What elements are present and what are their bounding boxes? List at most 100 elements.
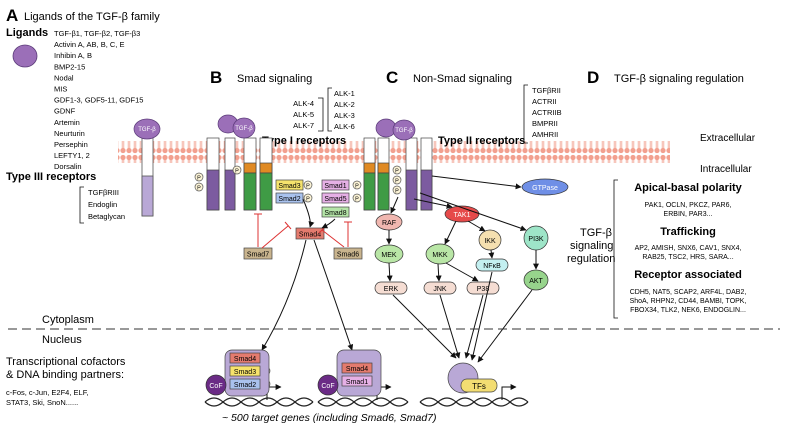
receptor-associated-line-1: CDH5, NAT5, SCAP2, ARF4L, DAB2, (630, 289, 747, 296)
ligand-item: Inhibin A, B (54, 51, 92, 60)
phosphate-label: P (235, 168, 239, 174)
phosphate-label: P (197, 175, 201, 181)
mek-label: MEK (381, 252, 397, 259)
ligand-item: TGF-β1, TGF-β2, TGF-β3 (54, 29, 140, 38)
smad7-box (243, 247, 273, 260)
type2-item: TGFβRII (532, 86, 561, 95)
ligand-tgfb-type3 (133, 118, 161, 140)
non-smad-nodes (374, 178, 569, 295)
section-a-letter: A (6, 6, 18, 25)
section-d-letter: D (587, 68, 599, 87)
smad8-box (321, 206, 350, 218)
cof-2-label: CoF (321, 383, 334, 390)
erk-label: ERK (384, 286, 399, 293)
regulation-side-label-2: signaling (570, 240, 613, 252)
smad5-box (321, 192, 350, 204)
cell-membrane (118, 141, 670, 163)
ligand-item: Artemin (54, 118, 80, 127)
intracellular-label: Intracellular (700, 164, 752, 175)
type1-receptors-label: Type I receptors (262, 135, 346, 147)
apical-basal-heading: Apical-basal polarity (634, 182, 742, 194)
alk-right-item: ALK-2 (334, 100, 355, 109)
ikk-label: IKK (484, 238, 496, 245)
smad-receptor-complex-1 (206, 114, 273, 211)
ligand-tgfb-label-1: TGF-β (138, 127, 156, 133)
alk-right-item: ALK-6 (334, 122, 355, 131)
complex1-smad3-box (229, 365, 261, 377)
type3-receptor (141, 175, 154, 217)
smad1-box (321, 179, 350, 191)
smad2-box (275, 192, 304, 204)
smad3-label: Smad3 (278, 183, 300, 190)
cof-2 (317, 374, 339, 396)
nfkb-label: NFκB (483, 263, 501, 270)
smad-arrows (261, 198, 354, 351)
phosphate-label: P (197, 185, 201, 191)
ligand-item: GDF1-3, GDF5-11, GDF15 (54, 96, 143, 105)
complex2-smad4: Smad4 (346, 366, 368, 373)
phosphate-icon (392, 185, 402, 195)
nucleus-label: Nucleus (42, 334, 82, 346)
alk-left-item: ALK-7 (293, 121, 314, 130)
section-b-letter: B (210, 68, 222, 87)
alk-divider-right (327, 87, 332, 132)
ligand-item: MIS (54, 85, 67, 94)
apical-basal-line-2: ERBIN, PAR3... (664, 211, 713, 218)
smad2-label: Smad2 (278, 196, 300, 203)
type3-item: TGFβRIII (88, 188, 119, 197)
section-b-title: Smad signaling (237, 73, 312, 85)
regulation-side-label-1: TGF-β (580, 227, 612, 239)
alk-left-item: ALK-4 (293, 99, 314, 108)
type3-item: Endoglin (88, 200, 117, 209)
complex2-smad1: Smad1 (346, 379, 368, 386)
trafficking-line-2: RAB25, TSC2, HRS, SARA... (642, 254, 733, 261)
phosphate-label: P (306, 196, 310, 202)
smad5-label: Smad5 (324, 196, 346, 203)
ligand-tgfb-label-3: TGF-β (395, 128, 413, 134)
ligand-item: Neurturin (54, 129, 85, 138)
non-smad-receptor-complex (363, 118, 433, 211)
receptor-associated-line-2: ShoA, RHPN2, CD44, BAMBI, TOPK, (630, 298, 747, 305)
cofactor-list-1: c-Fos, c-Jun, E2F4, ELF, (6, 388, 89, 397)
phosphate-icon (303, 180, 313, 190)
section-c-title: Non-Smad signaling (413, 73, 512, 85)
target-genes-footer: ~ 500 target genes (including Smad6, Sma… (222, 412, 437, 424)
type2-bracket (523, 84, 528, 144)
type3-receptors-label: Type III receptors (6, 171, 96, 183)
ligand-item: Persephin (54, 140, 88, 149)
raf-label: RAF (382, 220, 396, 227)
section-c-letter: C (386, 68, 398, 87)
type2-item: ACTRIIB (532, 108, 562, 117)
smad3-box (275, 179, 304, 191)
smad6-box (333, 247, 363, 260)
phosphate-label: P (306, 183, 310, 189)
extracellular-label: Extracellular (700, 133, 756, 144)
ligand-item: GDNF (54, 107, 76, 116)
smad1-label: Smad1 (324, 183, 346, 190)
smad8-label: Smad8 (324, 210, 346, 217)
complex2-smad1-box (341, 375, 373, 387)
alk-right-item: ALK-3 (334, 111, 355, 120)
cytoplasm-label: Cytoplasm (42, 314, 94, 326)
akt-label: AKT (529, 278, 543, 285)
type3-item: Betaglycan (88, 212, 125, 221)
cof-1 (205, 374, 227, 396)
phosphate-icon (352, 180, 362, 190)
phosphate-icon (392, 175, 402, 185)
complex1-smad2-box (229, 378, 261, 390)
alk-right-item: ALK-1 (334, 89, 355, 98)
cof-1-label: CoF (209, 383, 222, 390)
receptor-associated-heading: Receptor associated (634, 269, 742, 281)
dna-strands (204, 397, 529, 407)
type3-bracket (79, 186, 84, 224)
non-smad-arrows (386, 175, 539, 363)
regulation-bracket (613, 179, 618, 319)
ligand-item: BMP2-15 (54, 62, 85, 71)
phosphate-label: P (355, 196, 359, 202)
cofactor-list-2: STAT3, Ski, SnoN...... (6, 398, 78, 407)
gtpase-label: GTPase (532, 185, 558, 192)
